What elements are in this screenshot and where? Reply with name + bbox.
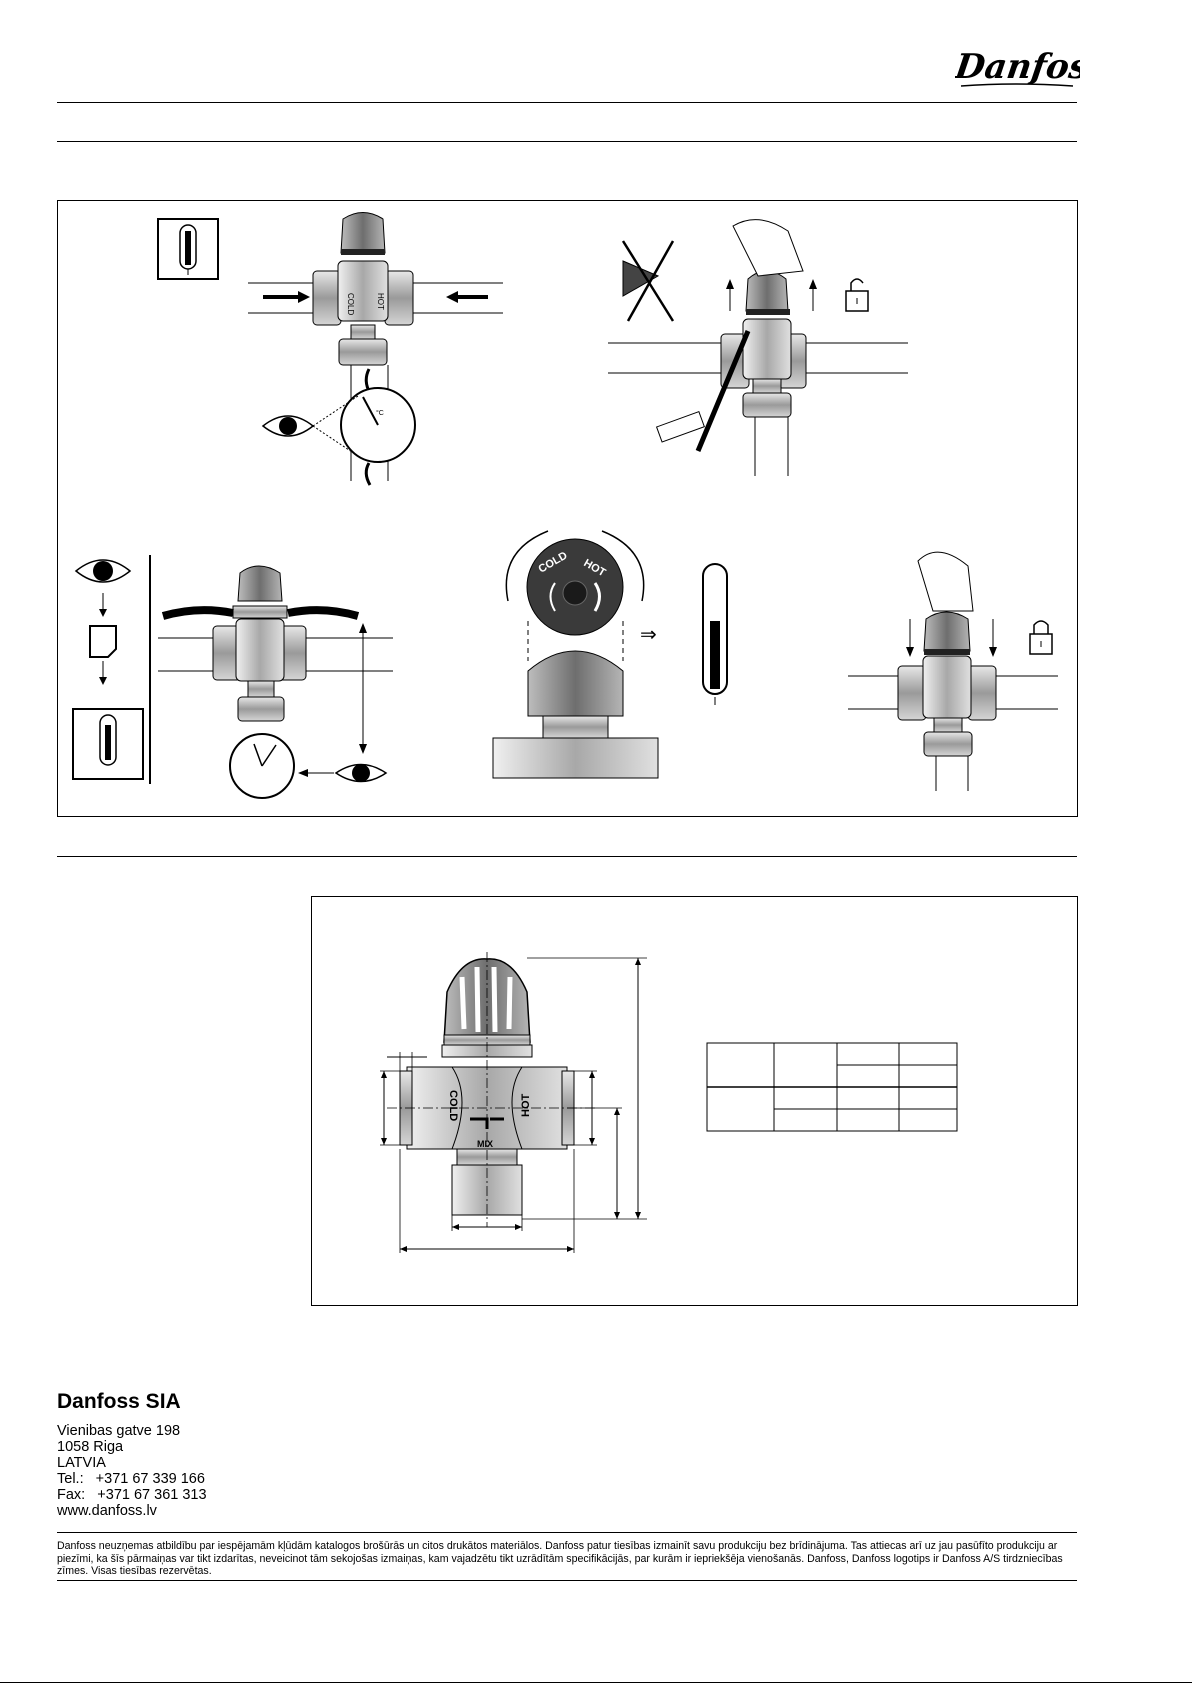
header-rule-2 bbox=[57, 141, 1077, 142]
valve-dimension-drawing: COLD HOT MIX bbox=[380, 952, 647, 1253]
disclaimer-rule-top bbox=[57, 1532, 1077, 1533]
valve-step2 bbox=[608, 219, 908, 476]
temperature-gauge: °C bbox=[340, 387, 416, 463]
svg-text:°C: °C bbox=[376, 409, 384, 417]
svg-text:COLD: COLD bbox=[447, 1090, 459, 1121]
eye-icon bbox=[261, 395, 359, 457]
danfoss-logo: Danfoss bbox=[952, 42, 1110, 94]
procedure-chain bbox=[72, 555, 151, 784]
address-fax: Fax: +371 67 361 313 bbox=[57, 1487, 207, 1503]
no-wrench-icon bbox=[621, 240, 675, 322]
logo-text: Danfoss bbox=[955, 47, 1080, 87]
address-city: 1058 Riga bbox=[57, 1439, 124, 1455]
disclaimer-rule-bottom bbox=[57, 1580, 1077, 1581]
thermometer-icon bbox=[157, 218, 219, 280]
knob-top-view: COLD HOT ⇒ bbox=[492, 530, 659, 779]
valve-step1: COLD HOT bbox=[248, 212, 503, 486]
svg-text:HOT: HOT bbox=[376, 293, 385, 310]
address-street: Vienibas gatve 198 bbox=[57, 1423, 181, 1439]
svg-text:HOT: HOT bbox=[520, 1094, 532, 1118]
thermometer-step4 bbox=[702, 563, 728, 705]
unlock-icon bbox=[845, 278, 869, 312]
dimensions-figure: COLD HOT MIX bbox=[311, 896, 1078, 1306]
installation-figure: COLD HOT °C bbox=[57, 200, 1078, 817]
lock-icon bbox=[1029, 620, 1053, 655]
footer-rule bbox=[0, 1682, 1192, 1683]
svg-text:MIX: MIX bbox=[477, 1139, 493, 1149]
valve-step3 bbox=[158, 565, 393, 799]
disclaimer-text: Danfoss neuzņemas atbildību par iespējam… bbox=[57, 1540, 1063, 1577]
svg-text:⇒: ⇒ bbox=[640, 624, 657, 646]
address-tel: Tel.: +371 67 339 166 bbox=[57, 1471, 205, 1487]
svg-text:COLD: COLD bbox=[346, 293, 355, 315]
address-country: LATVIA bbox=[57, 1455, 106, 1471]
website-link[interactable]: www.danfoss.lv bbox=[57, 1503, 157, 1519]
section-rule bbox=[57, 856, 1077, 857]
header-rule-1 bbox=[57, 102, 1077, 103]
valve-step5 bbox=[848, 551, 1058, 791]
company-name: Danfoss SIA bbox=[57, 1390, 181, 1413]
dimension-table bbox=[706, 1042, 958, 1132]
